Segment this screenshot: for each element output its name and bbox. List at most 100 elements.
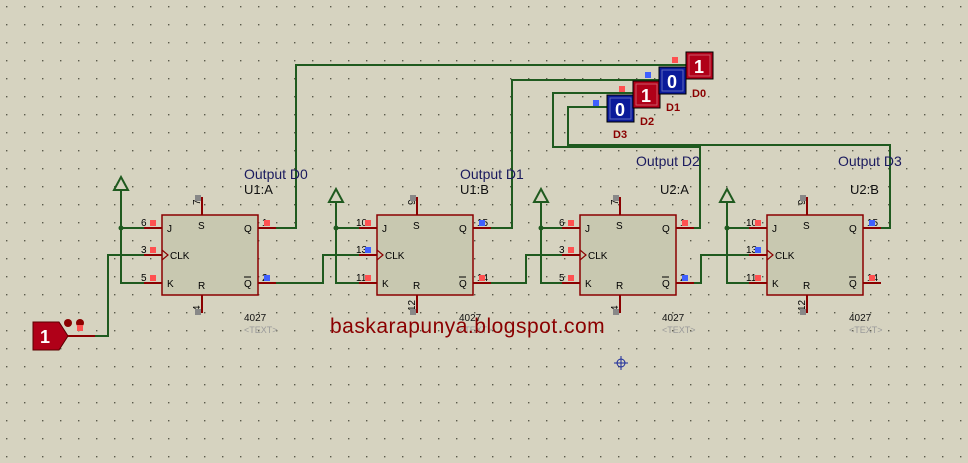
chip-text-placeholder: <TEXT>: [849, 325, 883, 335]
pin-number-j: 6: [141, 218, 147, 229]
chip-part-number: 4027: [849, 313, 872, 324]
probe-state-square: [593, 100, 599, 106]
state-clk: [755, 247, 761, 253]
label-s: S: [413, 221, 420, 232]
label-qbar: Q: [849, 279, 857, 290]
label-clk: CLK: [385, 251, 405, 262]
state-s: [613, 195, 619, 201]
probe-label: D0: [692, 88, 706, 100]
label-j: J: [382, 224, 387, 235]
wire-q-u1a-to-d0: [258, 64, 686, 229]
pin-number-r: 4: [192, 305, 203, 311]
pin-number-k: 11: [746, 273, 757, 284]
probe-value: 0: [615, 100, 625, 120]
output-label-d1: Output D1: [460, 166, 524, 182]
chip-part-number: 4027: [662, 313, 685, 324]
state-k: [755, 275, 761, 281]
label-s: S: [803, 221, 810, 232]
chip-text-placeholder: <TEXT>: [244, 325, 278, 335]
state-s: [195, 195, 201, 201]
state-q: [682, 220, 688, 226]
state-q: [869, 220, 875, 226]
state-k: [568, 275, 574, 281]
probe-label: D1: [666, 102, 680, 114]
wire-clock-source: [95, 254, 162, 337]
probe-label: D2: [640, 116, 654, 128]
label-s: S: [616, 221, 623, 232]
state-qbar: [869, 275, 875, 281]
chip-part-number: 4027: [459, 313, 482, 324]
chip-body: [161, 214, 259, 296]
probe-body: [658, 66, 687, 95]
state-j: [365, 220, 371, 226]
state-r: [800, 309, 806, 315]
probe-d1[interactable]: 0D1: [645, 66, 687, 114]
probe-value: 0: [667, 72, 677, 92]
label-k: K: [382, 279, 389, 290]
wire-qb-u1b-to-clk-u2a: [474, 254, 580, 284]
probe-label: D3: [613, 129, 627, 141]
logic-state-source[interactable]: 1: [32, 319, 95, 351]
label-q: Q: [849, 224, 857, 235]
output-label-d0: Output D0: [244, 166, 308, 182]
pin-number-clk: 3: [559, 245, 565, 256]
probe-d3[interactable]: 0D3: [593, 94, 635, 141]
junction-dots: [118, 225, 730, 231]
label-r: R: [803, 281, 810, 292]
pin-number-r: 12: [407, 299, 418, 311]
probe-body: [685, 51, 714, 80]
chip-body: [766, 214, 864, 296]
state-s: [800, 195, 806, 201]
chip-reference: U2:B: [850, 182, 879, 197]
pin-number-clk: 13: [746, 245, 758, 256]
probe-body: [606, 94, 635, 123]
wire-q-u1b-to-d1: [474, 79, 659, 229]
output-label-d3: Output D3: [838, 153, 902, 169]
probe-inner-border: [661, 69, 684, 92]
pin-number-s: 7: [192, 199, 203, 205]
pin-number-s: 9: [797, 199, 808, 205]
label-clk: CLK: [775, 251, 795, 262]
chip-part-number: 4027: [244, 313, 267, 324]
flip-flop-chips: JCLKKSRQQ6351274U1:A4027<TEXT>JCLKKSRQQ1…: [141, 182, 883, 335]
chip-reference: U2:A: [660, 182, 689, 197]
state-s: [410, 195, 416, 201]
chip-body: [579, 214, 677, 296]
probe-value: 1: [694, 57, 704, 77]
label-s: S: [198, 221, 205, 232]
pin-number-s: 7: [610, 199, 621, 205]
label-q: Q: [244, 224, 252, 235]
label-q: Q: [662, 224, 670, 235]
pin-number-r: 4: [610, 305, 621, 311]
state-k: [365, 275, 371, 281]
label-qbar: Q: [662, 279, 670, 290]
label-qbar: Q: [244, 279, 252, 290]
chip-text-placeholder: <TEXT>: [459, 325, 493, 335]
wire-qb-u1a-to-clk-u1b: [258, 254, 377, 284]
clock-edge-icon: [766, 249, 774, 261]
crosshair-cursor-icon: [614, 356, 628, 370]
probe-d0[interactable]: 1D0: [672, 51, 714, 100]
power-terminals: [112, 174, 736, 203]
state-qbar: [264, 275, 270, 281]
label-r: R: [413, 281, 420, 292]
pin-number-k: 5: [559, 273, 565, 284]
label-r: R: [198, 281, 205, 292]
label-r: R: [616, 281, 623, 292]
wire-q-u2a-to-d2: [552, 92, 701, 229]
clock-edge-icon: [579, 249, 587, 261]
state-qbar: [479, 275, 485, 281]
probe-d2[interactable]: 1D2: [619, 80, 661, 128]
state-r: [195, 309, 201, 315]
probe-body: [632, 80, 661, 109]
clock-edge-icon: [161, 249, 169, 261]
probe-state-square: [619, 86, 625, 92]
label-clk: CLK: [170, 251, 190, 262]
chip-reference: U1:B: [460, 182, 489, 197]
